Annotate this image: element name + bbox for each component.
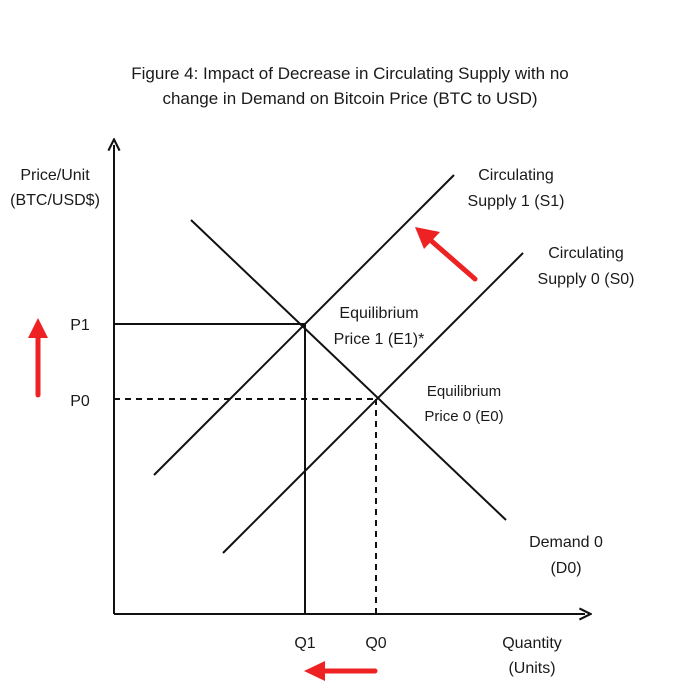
supply-1-label-line2: Supply 1 (S1): [468, 193, 565, 210]
supply-0-label-line2: Supply 0 (S0): [538, 271, 635, 288]
demand-0-curve: [190, 219, 507, 521]
supply-0-curve: [222, 252, 524, 554]
p1-tick-label: P1: [70, 317, 90, 334]
equilibrium-1-label-line1: Equilibrium: [339, 305, 418, 322]
equilibrium-0-label-line1: Equilibrium: [427, 383, 501, 400]
x-axis-label-line2: (Units): [508, 660, 555, 677]
demand-0-label-line1: Demand 0: [529, 534, 603, 551]
q1-tick-label: Q1: [294, 635, 315, 652]
arrow-up-icon: [28, 318, 48, 398]
demand-0-label-line2: (D0): [550, 560, 581, 577]
arrow-left-icon: [304, 661, 378, 681]
x-axis-label-line1: Quantity: [502, 635, 562, 652]
p0-tick-label: P0: [70, 393, 90, 410]
y-axis-label-line1: Price/Unit: [20, 167, 90, 184]
arrow-up-left-icon: [415, 227, 478, 282]
y-axis-label-line2: (BTC/USD$): [10, 192, 100, 209]
equilibrium-0-label-line2: Price 0 (E0): [424, 408, 503, 425]
equilibrium-1-label-line2: Price 1 (E1)*: [334, 331, 425, 348]
figure-title-line2: change in Demand on Bitcoin Price (BTC t…: [162, 89, 537, 108]
supply-0-label-line1: Circulating: [548, 245, 624, 262]
q0-tick-label: Q0: [365, 635, 386, 652]
figure-title-line1: Figure 4: Impact of Decrease in Circulat…: [131, 64, 568, 83]
supply-1-label-line1: Circulating: [478, 167, 554, 184]
